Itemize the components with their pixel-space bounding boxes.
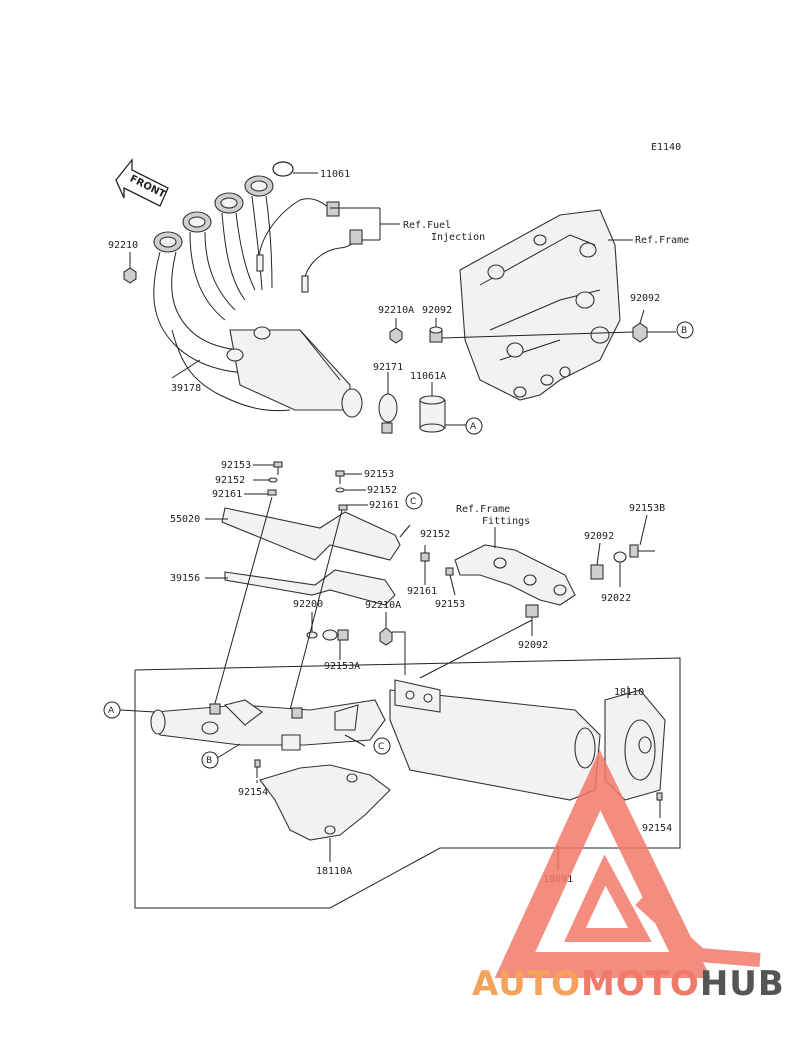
callout-a-bottom: A xyxy=(103,701,121,719)
part-label-92154-left: 92154 xyxy=(238,787,268,798)
middle-leader-lines xyxy=(205,464,648,711)
muffler-assembly xyxy=(150,679,666,841)
part-label-92210a-top: 92210A xyxy=(378,305,414,316)
part-label-92161-left: 92161 xyxy=(212,489,242,500)
frame-ref-drawing xyxy=(459,209,621,401)
part-label-92210: 92210 xyxy=(108,240,138,251)
callout-b-top: B xyxy=(676,321,694,339)
ref-frame-label: Ref.Frame xyxy=(635,235,689,246)
callout-letter: C xyxy=(410,497,416,507)
part-label-92161-mid: 92161 xyxy=(407,586,437,597)
part-label-92153-left: 92153 xyxy=(221,460,251,471)
callout-letter: B xyxy=(206,756,212,766)
callout-a-top: A xyxy=(465,417,483,435)
part-label-11061: 11061 xyxy=(320,169,350,180)
part-label-92152-mid: 92152 xyxy=(420,529,450,540)
part-label-92161-right: 92161 xyxy=(369,500,399,511)
callout-letter: B xyxy=(681,326,687,336)
svg-text:AUTOMOTOHUB: AUTOMOTOHUB xyxy=(472,964,785,1004)
ref-frame-fittings-1: Ref.Frame xyxy=(456,504,510,515)
callout-b-bottom: B xyxy=(201,751,219,769)
middle-fasteners xyxy=(267,461,655,646)
ref-frame-fittings-2: Fittings xyxy=(482,516,530,527)
heat-covers xyxy=(221,507,401,606)
callout-c-bottom: C xyxy=(373,737,391,755)
part-label-55020: 55020 xyxy=(170,514,200,525)
part-label-92154-right: 92154 xyxy=(642,823,672,834)
watermark-part-auto: AUTO xyxy=(472,964,581,1004)
part-label-92022: 92022 xyxy=(601,593,631,604)
muffler-bracket xyxy=(454,544,576,606)
part-label-92200: 92200 xyxy=(293,599,323,610)
top-leader-lines xyxy=(129,172,676,426)
part-label-92152-left: 92152 xyxy=(215,475,245,486)
callout-letter: C xyxy=(378,742,384,752)
part-label-92153a: 92153A xyxy=(324,661,360,672)
part-labels: 11061 Ref.Fuel Injection Ref.Frame 92210… xyxy=(108,169,689,885)
front-arrow: FRONT xyxy=(115,158,169,207)
watermark-logo xyxy=(494,749,761,978)
ref-fuel-injection-2: Injection xyxy=(431,232,485,243)
part-label-39178: 39178 xyxy=(171,383,201,394)
part-label-92171: 92171 xyxy=(373,362,403,373)
part-label-92092-mid: 92092 xyxy=(584,531,614,542)
part-label-92092-frame: 92092 xyxy=(630,293,660,304)
ref-fuel-injection-1: Ref.Fuel xyxy=(403,220,451,231)
part-label-18110a: 18110A xyxy=(316,866,352,877)
part-label-39156: 39156 xyxy=(170,573,200,584)
part-label-18110: 18110 xyxy=(614,687,644,698)
part-label-92092-bottom: 92092 xyxy=(518,640,548,651)
muffler-boundary xyxy=(134,657,681,909)
part-label-92153-right: 92153 xyxy=(364,469,394,480)
callout-letter: A xyxy=(108,706,115,716)
header-pipes-assembly xyxy=(153,161,363,418)
callout-c-mid: C xyxy=(405,492,423,510)
watermark-part-moto: MOTO xyxy=(581,964,700,1004)
part-label-11061a: 11061A xyxy=(410,371,446,382)
part-label-92092-top: 92092 xyxy=(422,305,452,316)
part-label-92210a-mid: 92210A xyxy=(365,600,401,611)
watermark-text: AUTOMOTOHUB xyxy=(472,964,785,1004)
diagram-code: E1140 xyxy=(651,142,681,153)
watermark-part-hub: HUB xyxy=(700,964,785,1004)
part-label-92153b: 92153B xyxy=(629,503,665,514)
callout-letter: A xyxy=(470,422,477,432)
part-label-92153-mid: 92153 xyxy=(435,599,465,610)
top-fasteners xyxy=(123,267,648,434)
part-label-92152-right: 92152 xyxy=(367,485,397,496)
